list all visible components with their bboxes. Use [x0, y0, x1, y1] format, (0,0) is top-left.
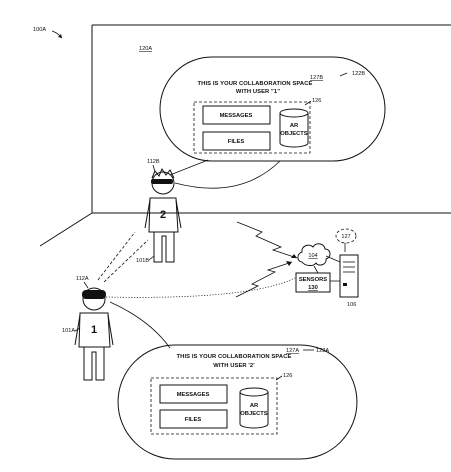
room-ref: 120A: [139, 46, 152, 52]
system-label: 100A: [33, 27, 63, 39]
group-a-ref: 126: [283, 373, 292, 379]
headset-link: [105, 277, 296, 298]
user-b-body-ref: 101B: [136, 258, 149, 264]
collaboration-balloon-b: 122B 127B THIS IS YOUR COLLABORATION SPA…: [159, 56, 386, 189]
balloon-b-ref: 122B: [352, 71, 365, 77]
svg-text:FILES: FILES: [185, 417, 202, 423]
ar-objects-cylinder-b: AR OBJECTS: [279, 108, 309, 148]
sight-line-1: [97, 231, 136, 281]
room-walls: [39, 24, 451, 247]
svg-text:104: 104: [308, 253, 317, 259]
user-a-body-ref: 101A: [62, 328, 75, 334]
balloon-b-heading-2: WITH USER "1": [236, 89, 280, 95]
user-1-figure: 112A 1 101A: [62, 276, 114, 381]
user-2-number: 2: [160, 209, 166, 221]
files-box-b: FILES: [202, 131, 271, 151]
balloon-a-ref: 122A: [316, 348, 329, 354]
files-box-a: FILES: [159, 409, 228, 429]
messages-box-a: MESSAGES: [159, 384, 228, 404]
svg-text:AR: AR: [250, 403, 259, 409]
space-a-ref: 127A: [286, 348, 299, 354]
user-1-number: 1: [91, 324, 97, 336]
ar-objects-cylinder-a: AR OBJECTS: [239, 387, 269, 429]
server-ref: 106: [347, 302, 356, 308]
collaboration-balloon-a: 127A 122A THIS IS YOUR COLLABORATION SPA…: [109, 301, 358, 460]
svg-text:130: 130: [308, 285, 318, 291]
svg-text:MESSAGES: MESSAGES: [177, 392, 210, 398]
ref-127-bubble: 127: [335, 228, 357, 252]
svg-text:FILES: FILES: [228, 139, 245, 145]
messages-box-b: MESSAGES: [202, 105, 271, 125]
balloon-a-heading-2: WITH USER '2': [213, 363, 255, 369]
server-tower: 106: [339, 254, 359, 308]
device-a-ref: 112A: [76, 276, 89, 282]
network-cloud: 104: [297, 243, 341, 274]
svg-text:MESSAGES: MESSAGES: [220, 113, 253, 119]
svg-text:127: 127: [341, 234, 350, 240]
svg-text:SENSORS: SENSORS: [299, 277, 327, 283]
sensors-box: SENSORS 130: [295, 272, 340, 293]
wireless-link-lower: [235, 261, 293, 298]
svg-text:OBJECTS: OBJECTS: [240, 411, 268, 417]
device-b-ref: 112B: [147, 159, 160, 165]
group-b-ref: 126: [312, 98, 321, 104]
balloon-a-heading-1: THIS IS YOUR COLLABORATION SPACE: [177, 354, 292, 360]
sight-line-2: [103, 239, 149, 283]
svg-text:100A: 100A: [33, 27, 46, 33]
svg-text:OBJECTS: OBJECTS: [280, 131, 308, 137]
user-2-figure: 112B 2 101B: [136, 159, 182, 264]
space-b-ref: 127B: [310, 75, 323, 81]
svg-text:AR: AR: [290, 123, 299, 129]
wireless-link-upper: [236, 221, 298, 259]
balloon-b-heading-1: THIS IS YOUR COLLABORATION SPACE: [198, 81, 313, 87]
